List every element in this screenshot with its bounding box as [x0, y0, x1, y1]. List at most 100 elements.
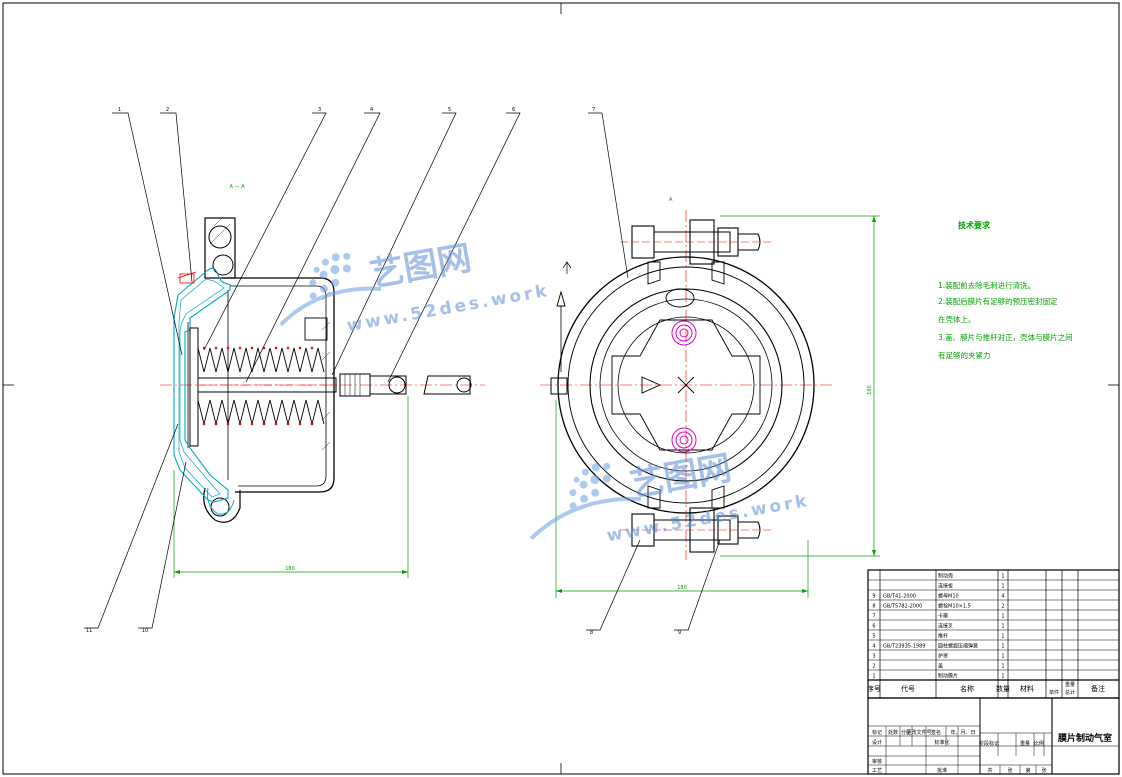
bom-cell: 1: [1001, 574, 1004, 580]
svg-text:签名: 签名: [931, 729, 941, 736]
svg-text:11: 11: [86, 628, 92, 634]
watermark-logo-icon: [279, 252, 382, 327]
svg-text:材料: 材料: [1020, 684, 1034, 693]
bom-cell: 2: [872, 664, 875, 670]
callout-numbers-left: 1 2 3 4 5 6 11 10: [86, 107, 515, 634]
svg-text:名称: 名称: [960, 684, 974, 693]
bom-cell: GB/T5782-2000: [883, 604, 922, 610]
drawing-title: 膜片制动气室: [1057, 732, 1112, 744]
tech-req-line: 2.装配后膜片有足够的预压密封固定: [938, 296, 1058, 306]
dim-right-height: 180: [867, 385, 873, 395]
svg-text:张: 张: [1007, 767, 1012, 774]
svg-text:重量: 重量: [1020, 740, 1030, 747]
svg-text:张: 张: [1041, 767, 1046, 774]
svg-text:代号: 代号: [901, 684, 915, 693]
bom-cell: 连接板: [938, 583, 953, 590]
svg-text:2: 2: [166, 107, 169, 113]
svg-text:9: 9: [678, 630, 681, 636]
watermark-logo-icon: [529, 462, 642, 541]
svg-text:批准: 批准: [937, 767, 947, 774]
bom-cell: 1: [1001, 584, 1004, 590]
tech-req-line: 3.盖、膜片与推杆对正，壳体与膜片之间: [938, 332, 1073, 342]
bom-cell: 3: [872, 654, 875, 660]
svg-text:4: 4: [370, 107, 373, 113]
callout-numbers-right: 7 8 9: [590, 107, 681, 636]
bom-cell: 1: [1001, 664, 1004, 670]
bom-cell: 1: [872, 674, 875, 680]
svg-text:7: 7: [592, 107, 595, 113]
bom-cell: 1: [1001, 674, 1004, 680]
svg-text:重量: 重量: [1065, 681, 1075, 688]
bom-cell: 6: [872, 624, 875, 630]
svg-text:单件: 单件: [1049, 689, 1059, 696]
watermark-1: 艺图网 www.52des.work: [279, 238, 551, 336]
bom-cell: 螺栓M10×1.5: [938, 603, 971, 610]
svg-text:共: 共: [987, 767, 992, 774]
dim-left-width: 180: [285, 566, 295, 572]
bom-cell: 护罩: [938, 653, 948, 660]
bom-cell: 2: [1001, 604, 1004, 610]
bom-cell: 1: [1001, 634, 1004, 640]
bom-cell: 制动膜片: [938, 673, 958, 680]
svg-text:标准化: 标准化: [934, 739, 949, 746]
view-label: A: [669, 197, 673, 203]
svg-text:更改文件号: 更改文件号: [906, 729, 931, 736]
bom-cell: GB/T41-2000: [883, 594, 916, 600]
bom-header: 序号 代号 名称 数量 材料 重量 单件 总计 备注: [867, 681, 1105, 696]
bom-cell: 制动壳: [938, 573, 953, 580]
tech-req-line: 1.装配前去除毛刺进行清洗。: [938, 280, 1035, 290]
svg-text:序号: 序号: [867, 684, 881, 693]
bom-cell: 1: [1001, 614, 1004, 620]
bom-cell: 卡箍: [938, 613, 948, 620]
bom-table: [867, 569, 1120, 699]
svg-text:3: 3: [318, 107, 321, 113]
svg-text:10: 10: [142, 628, 148, 634]
bom-cell: 1: [1001, 644, 1004, 650]
centering-marks: [3, 3, 1119, 774]
svg-text:标记: 标记: [872, 729, 882, 736]
leaders-right: [586, 112, 721, 631]
bom-cell: 1: [1001, 624, 1004, 630]
title-block: [867, 697, 1120, 775]
technical-requirements: 技术要求 1.装配前去除毛刺进行清洗。 2.装配后膜片有足够的预压密封固定 在壳…: [938, 220, 1073, 360]
svg-text:审核: 审核: [872, 758, 882, 765]
svg-text:5: 5: [448, 107, 451, 113]
bom-cell: 9: [872, 594, 875, 600]
bom-rows: 制动壳 1 连接板 1 9 GB/T41-2000 螺母M10 4 8 GB/T5782-2000…: [872, 573, 1004, 680]
bom-cell: 连接叉: [938, 623, 953, 630]
end-view: A 180 180: [540, 197, 880, 598]
svg-text:工艺: 工艺: [872, 768, 882, 774]
bom-cell: 螺母M10: [938, 593, 959, 600]
bom-cell: 5: [872, 634, 875, 640]
bom-cell: 1: [1001, 654, 1004, 660]
watermark-brand: 艺图网: [627, 448, 734, 505]
svg-text:1: 1: [118, 107, 121, 113]
bom-cell: GB/T23935-1989: [883, 644, 925, 650]
section-view: 180 A — A: [160, 184, 485, 578]
bom-cell: 盖: [938, 663, 943, 670]
bom-cell: 8: [872, 604, 875, 610]
tech-req-line: 在壳体上。: [938, 314, 976, 324]
svg-text:阶段标记: 阶段标记: [979, 740, 999, 747]
svg-text:年、月、日: 年、月、日: [950, 729, 975, 736]
bom-cell: 7: [872, 614, 875, 620]
tech-req-title: 技术要求: [958, 220, 991, 230]
bom-cell: 4: [1001, 594, 1004, 600]
svg-text:备注: 备注: [1091, 684, 1105, 693]
svg-text:处数: 处数: [888, 729, 898, 736]
dim-right-width: 180: [677, 585, 687, 591]
svg-text:设计: 设计: [872, 739, 882, 746]
section-label: A — A: [229, 184, 245, 190]
bom-cell: 圆柱螺旋压缩弹簧: [938, 643, 978, 650]
title-block-text: 膜片制动气室 标记 处数 分区 更改文件号 签名 年、月、日 设计 标准化 审核…: [872, 729, 1112, 774]
svg-text:第: 第: [1025, 767, 1030, 774]
leaders-left: [84, 112, 521, 629]
svg-text:6: 6: [512, 107, 515, 113]
svg-text:分区: 分区: [901, 729, 911, 736]
watermark-brand: 艺图网: [367, 238, 474, 295]
svg-text:总计: 总计: [1065, 689, 1075, 696]
bom-cell: 推杆: [938, 633, 948, 640]
tech-req-line: 有足够的夹紧力: [938, 350, 991, 360]
